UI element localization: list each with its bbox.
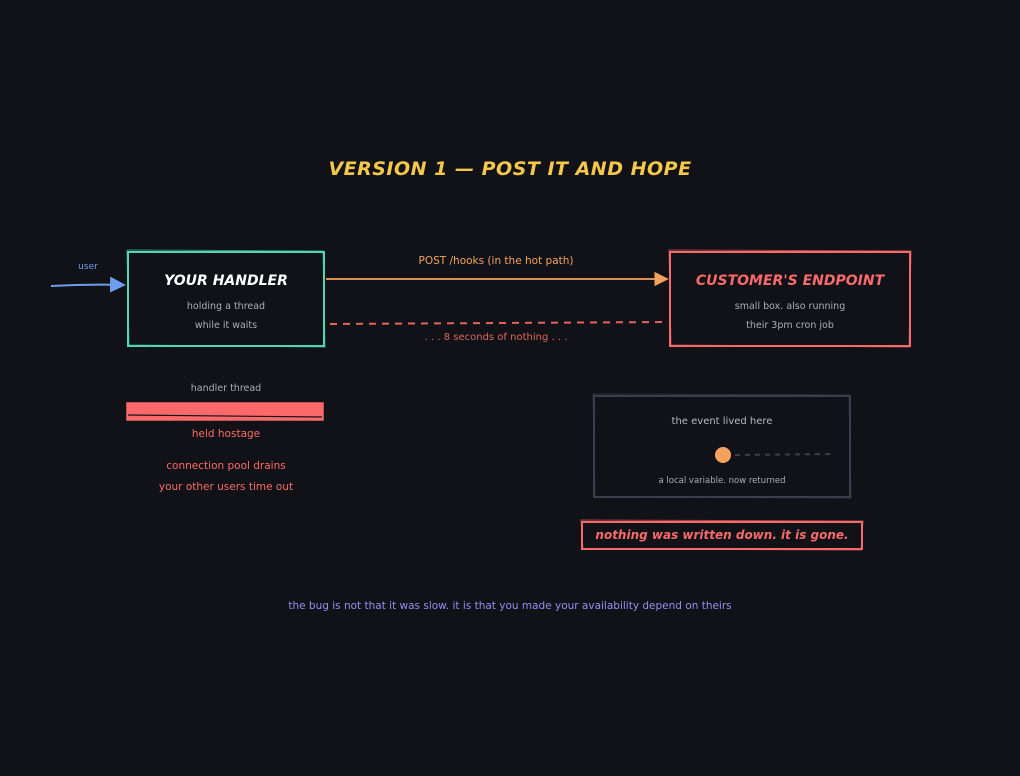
event-box	[592, 393, 852, 499]
gone-label: nothing was written down. it is gone.	[595, 528, 849, 542]
handler-title: YOUR HANDLER	[164, 273, 288, 289]
bug-note: the bug is not that it was slow. it is t…	[288, 600, 732, 612]
handler-line-1: holding a thread	[186, 301, 266, 312]
user-arrow	[50, 276, 126, 293]
handler-line-2: while it waits	[194, 320, 258, 331]
handler-box	[126, 249, 326, 348]
thread-label: handler thread	[190, 383, 262, 394]
post-label: POST /hooks (in the hot path)	[418, 255, 574, 267]
effect-line-2: your other users time out	[158, 481, 294, 493]
event-dot	[715, 447, 731, 463]
thread-status: held hostage	[191, 428, 261, 440]
effect-line-1: connection pool drains	[166, 460, 286, 472]
customer-line-2: their 3pm cron job	[746, 320, 834, 331]
event-label: the event lived here	[671, 416, 773, 427]
event-sublabel: a local variable. now returned	[658, 476, 786, 486]
page-title: VERSION 1 — POST IT AND HOPE	[328, 158, 692, 180]
handler-thread-bar	[126, 402, 324, 421]
user-label: user	[78, 262, 98, 272]
wait-dashed-line	[329, 321, 669, 325]
customer-line-1: small box. also running	[734, 301, 846, 312]
gone-box	[580, 519, 864, 551]
customer-endpoint-box	[668, 249, 912, 348]
customer-title: CUSTOMER'S ENDPOINT	[695, 273, 885, 289]
event-fade-line	[734, 453, 835, 456]
wait-label: . . . 8 seconds of nothing . . .	[424, 332, 568, 343]
